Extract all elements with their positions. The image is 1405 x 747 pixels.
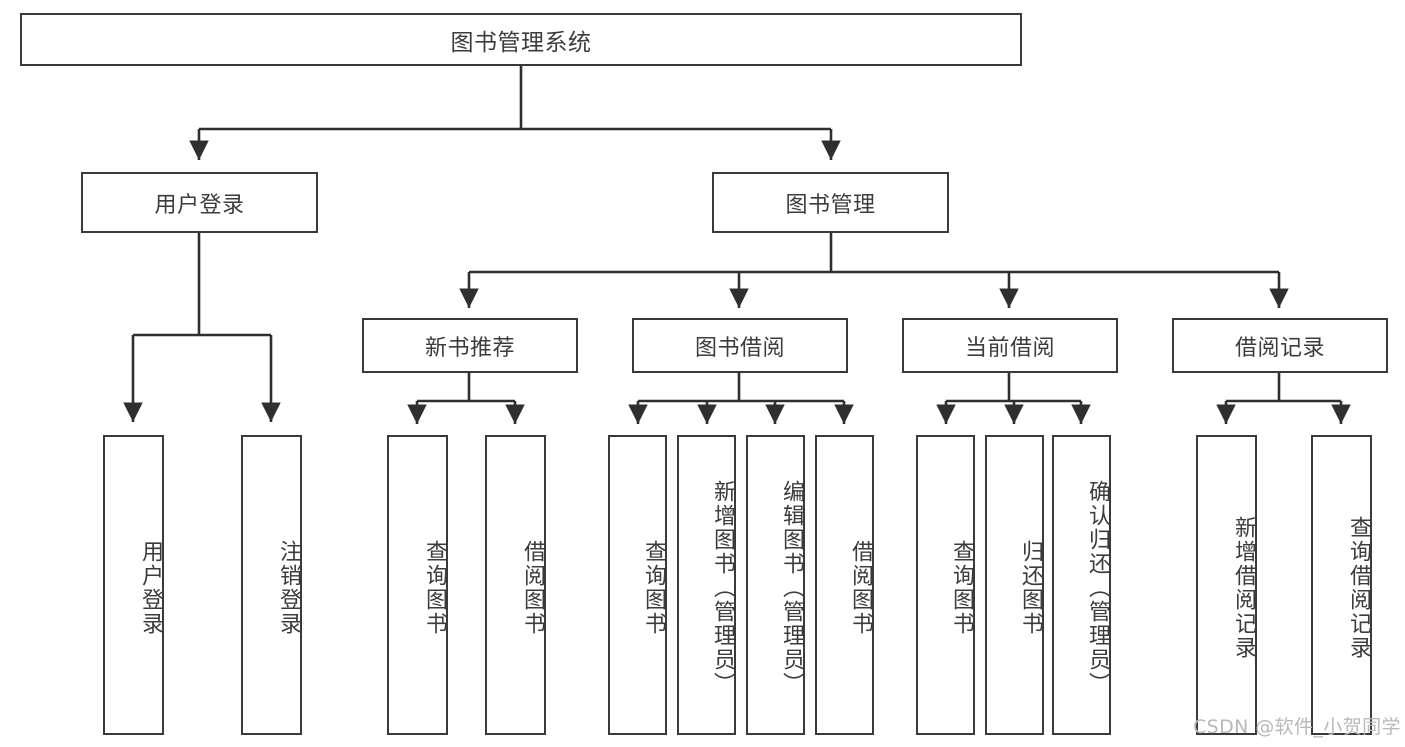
node-book-borrow-label: 图书借阅 xyxy=(694,335,785,361)
node-new-book-rec[interactable]: 新书推荐 xyxy=(362,318,578,373)
leaf-new-book-rec-0[interactable]: 查询图书 xyxy=(387,435,448,735)
leaf-book-borrow-0[interactable]: 查询图书 xyxy=(608,435,667,735)
leaf-label: 归还图书 xyxy=(1018,540,1043,636)
node-user-login-label: 用户登录 xyxy=(154,192,245,218)
node-book-manage[interactable]: 图书管理 xyxy=(712,172,949,233)
leaf-book-borrow-3[interactable]: 借阅图书 xyxy=(815,435,874,735)
node-current-borrow[interactable]: 当前借阅 xyxy=(902,318,1118,373)
leaf-label: 借阅图书 xyxy=(848,540,873,636)
leaf-book-borrow-2[interactable]: 编辑图书（管理员） xyxy=(746,435,805,735)
node-root[interactable]: 图书管理系统 xyxy=(20,13,1022,66)
leaf-current-borrow-2[interactable]: 确认归还（管理员） xyxy=(1052,435,1111,735)
leaf-borrow-record-1[interactable]: 查询借阅记录 xyxy=(1311,435,1372,735)
leaf-label: 查询图书 xyxy=(422,540,447,636)
leaf-label: 新增借阅记录 xyxy=(1231,516,1256,660)
leaf-label: 注销登录 xyxy=(276,540,301,636)
node-book-manage-label: 图书管理 xyxy=(785,192,876,218)
leaf-label: 用户登录 xyxy=(138,540,163,636)
node-user-login[interactable]: 用户登录 xyxy=(81,172,318,233)
node-new-book-rec-label: 新书推荐 xyxy=(424,335,515,361)
leaf-label: 编辑图书（管理员） xyxy=(779,480,804,696)
leaf-user-login-1[interactable]: 注销登录 xyxy=(241,435,302,735)
csdn-watermark: CSDN @软件_小贺同学 xyxy=(1193,716,1401,738)
leaf-borrow-record-0[interactable]: 新增借阅记录 xyxy=(1196,435,1257,735)
leaf-label: 查询图书 xyxy=(641,540,666,636)
leaf-label: 确认归还（管理员） xyxy=(1085,480,1110,696)
leaf-user-login-0[interactable]: 用户登录 xyxy=(103,435,164,735)
leaf-new-book-rec-1[interactable]: 借阅图书 xyxy=(485,435,546,735)
leaf-current-borrow-1[interactable]: 归还图书 xyxy=(985,435,1044,735)
leaf-label: 查询图书 xyxy=(949,540,974,636)
node-book-borrow[interactable]: 图书借阅 xyxy=(632,318,848,373)
node-current-borrow-label: 当前借阅 xyxy=(964,335,1055,361)
leaf-book-borrow-1[interactable]: 新增图书（管理员） xyxy=(677,435,736,735)
leaf-label: 新增图书（管理员） xyxy=(710,480,735,696)
leaf-label: 借阅图书 xyxy=(520,540,545,636)
node-root-label: 图书管理系统 xyxy=(450,29,592,56)
node-borrow-record[interactable]: 借阅记录 xyxy=(1172,318,1388,373)
node-borrow-record-label: 借阅记录 xyxy=(1234,335,1325,361)
leaf-label: 查询借阅记录 xyxy=(1346,516,1371,660)
leaf-current-borrow-0[interactable]: 查询图书 xyxy=(916,435,975,735)
